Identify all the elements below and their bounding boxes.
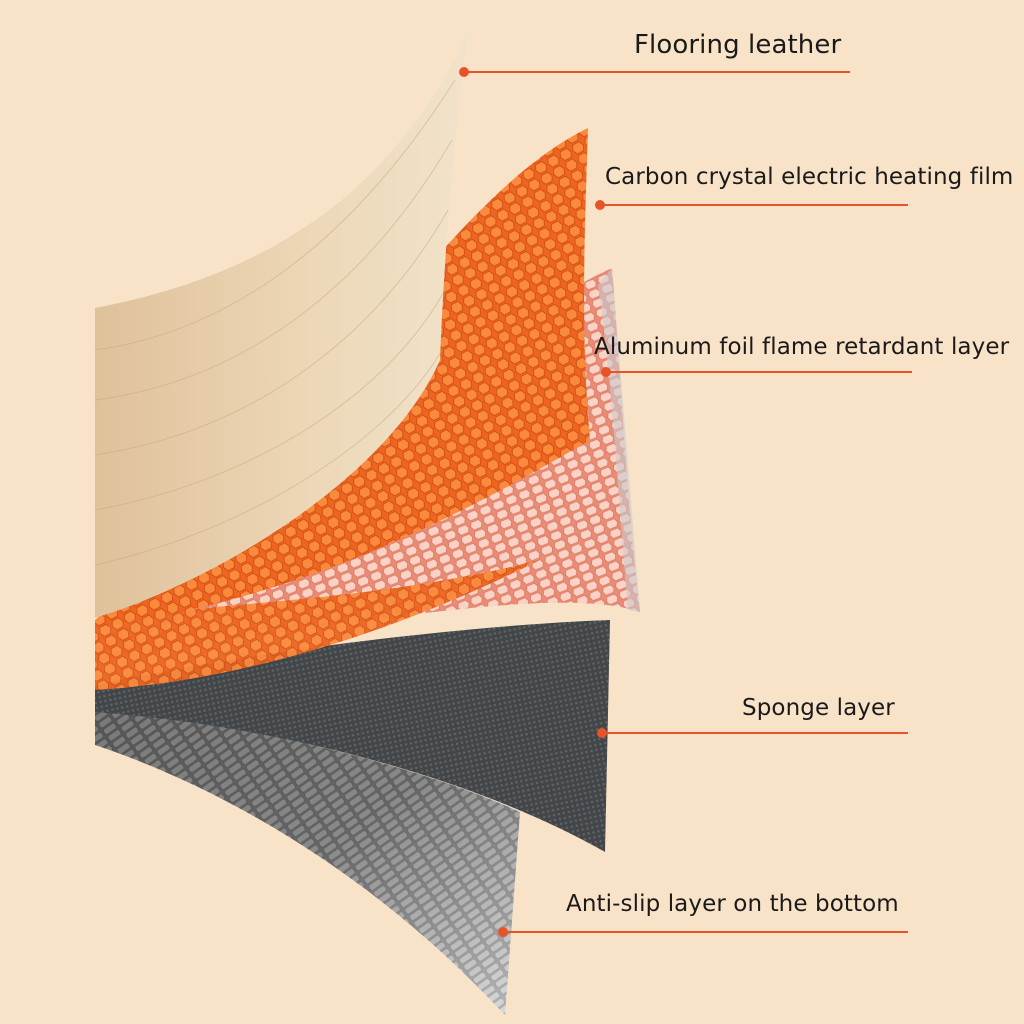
- label-heating-film: Carbon crystal electric heating film: [605, 164, 1014, 190]
- foil-silver-edge: [598, 268, 640, 612]
- leader-dot-foil: [601, 367, 611, 377]
- leader-dot-antislip: [498, 927, 508, 937]
- wood-grain: [94, 79, 456, 566]
- flooring-layer: [95, 32, 468, 618]
- leader-dot-heating: [595, 200, 605, 210]
- leader-dot-sponge: [597, 728, 607, 738]
- label-flooring-leather: Flooring leather: [634, 30, 842, 60]
- leader-lines: [459, 67, 912, 937]
- antislip-layer-shade: [95, 708, 520, 1015]
- label-anti-slip-layer: Anti-slip layer on the bottom: [566, 891, 899, 917]
- sponge-layer: [95, 620, 610, 852]
- heating-film-lower: [95, 560, 540, 690]
- label-aluminum-foil: Aluminum foil flame retardant layer: [594, 334, 1010, 360]
- leader-dot-flooring: [459, 67, 469, 77]
- label-sponge-layer: Sponge layer: [742, 695, 895, 721]
